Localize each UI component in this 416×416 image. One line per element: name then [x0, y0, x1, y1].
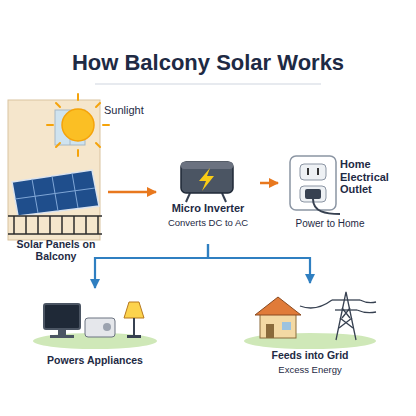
ray — [47, 124, 53, 126]
pylon — [300, 292, 376, 340]
wall — [8, 100, 100, 240]
appliances-icon — [33, 302, 157, 349]
ray — [56, 103, 60, 107]
ray — [77, 94, 79, 100]
title-rule — [95, 83, 321, 84]
monitor-base — [50, 335, 74, 338]
appliance-box — [85, 318, 115, 337]
node-subtext: Converts DC to AC — [158, 218, 258, 229]
lamp-stem — [133, 318, 135, 335]
panel-grid — [15, 188, 95, 199]
rail — [8, 233, 102, 235]
panel — [12, 170, 99, 216]
appliances-node: Powers Appliances — [30, 290, 160, 376]
lightning-bolt — [199, 168, 214, 191]
flow-arrow — [260, 182, 278, 185]
pylon-arm — [332, 299, 360, 300]
power-lines — [300, 300, 376, 313]
inverter-node: Micro InverterConverts DC to AC — [158, 152, 258, 242]
flow-arrow — [108, 191, 156, 194]
panel-node: Solar Panels on Balcony — [6, 168, 106, 265]
roof — [255, 297, 301, 315]
house-door — [266, 324, 274, 338]
wire — [186, 193, 190, 202]
grid-node: Feeds into GridExcess Energy — [240, 285, 380, 385]
monitor-stand — [58, 329, 66, 335]
outlet-node: Home Electrical OutletPower to Home — [280, 150, 410, 242]
monitor — [44, 304, 80, 329]
sun — [47, 94, 109, 156]
sun-disc — [62, 109, 94, 141]
node-heading: Solar Panels on Balcony — [6, 238, 106, 262]
lamp-base — [127, 335, 141, 338]
house-window — [282, 322, 291, 330]
post — [85, 216, 87, 234]
post — [37, 216, 39, 234]
node-heading: Home Electrical Outlet — [340, 158, 408, 196]
sunlight-label: Sunlight — [104, 104, 144, 116]
ray — [103, 124, 109, 126]
plug — [305, 189, 321, 199]
house — [260, 314, 296, 338]
grid-icon — [244, 292, 376, 349]
node-heading: Feeds into Grid — [240, 349, 380, 361]
post — [73, 216, 75, 234]
socket — [300, 164, 326, 180]
ray — [96, 103, 100, 107]
cord — [313, 199, 340, 214]
micro-inverter-icon — [181, 162, 233, 202]
inverter-body — [181, 162, 233, 193]
building — [8, 100, 100, 240]
pylon-arm — [335, 309, 357, 310]
socket-slot — [317, 168, 319, 175]
node-heading: Micro Inverter — [158, 202, 258, 215]
ray — [56, 143, 60, 147]
split-arrow — [208, 244, 310, 283]
title: How Balcony Solar Works — [0, 50, 416, 76]
post — [61, 216, 63, 234]
lamp-shade — [124, 302, 144, 318]
post — [97, 216, 99, 234]
ray — [96, 143, 100, 147]
node-subtext: Power to Home — [280, 218, 380, 230]
node-subtext: Excess Energy — [240, 365, 380, 376]
socket-slot — [307, 168, 309, 175]
pylon-legs — [336, 292, 356, 340]
inverter-top — [181, 162, 233, 169]
pylon-lattice — [339, 308, 353, 328]
rail — [8, 215, 102, 217]
solar-panels — [12, 170, 99, 216]
node-heading: Powers Appliances — [30, 354, 160, 366]
appliance-knob — [103, 323, 111, 331]
split-arrow — [95, 244, 208, 288]
railing — [8, 216, 102, 234]
outlet-icon — [290, 156, 340, 214]
post — [49, 216, 51, 234]
wire — [222, 193, 226, 202]
post — [13, 216, 15, 234]
post — [25, 216, 27, 234]
ray — [77, 150, 79, 156]
